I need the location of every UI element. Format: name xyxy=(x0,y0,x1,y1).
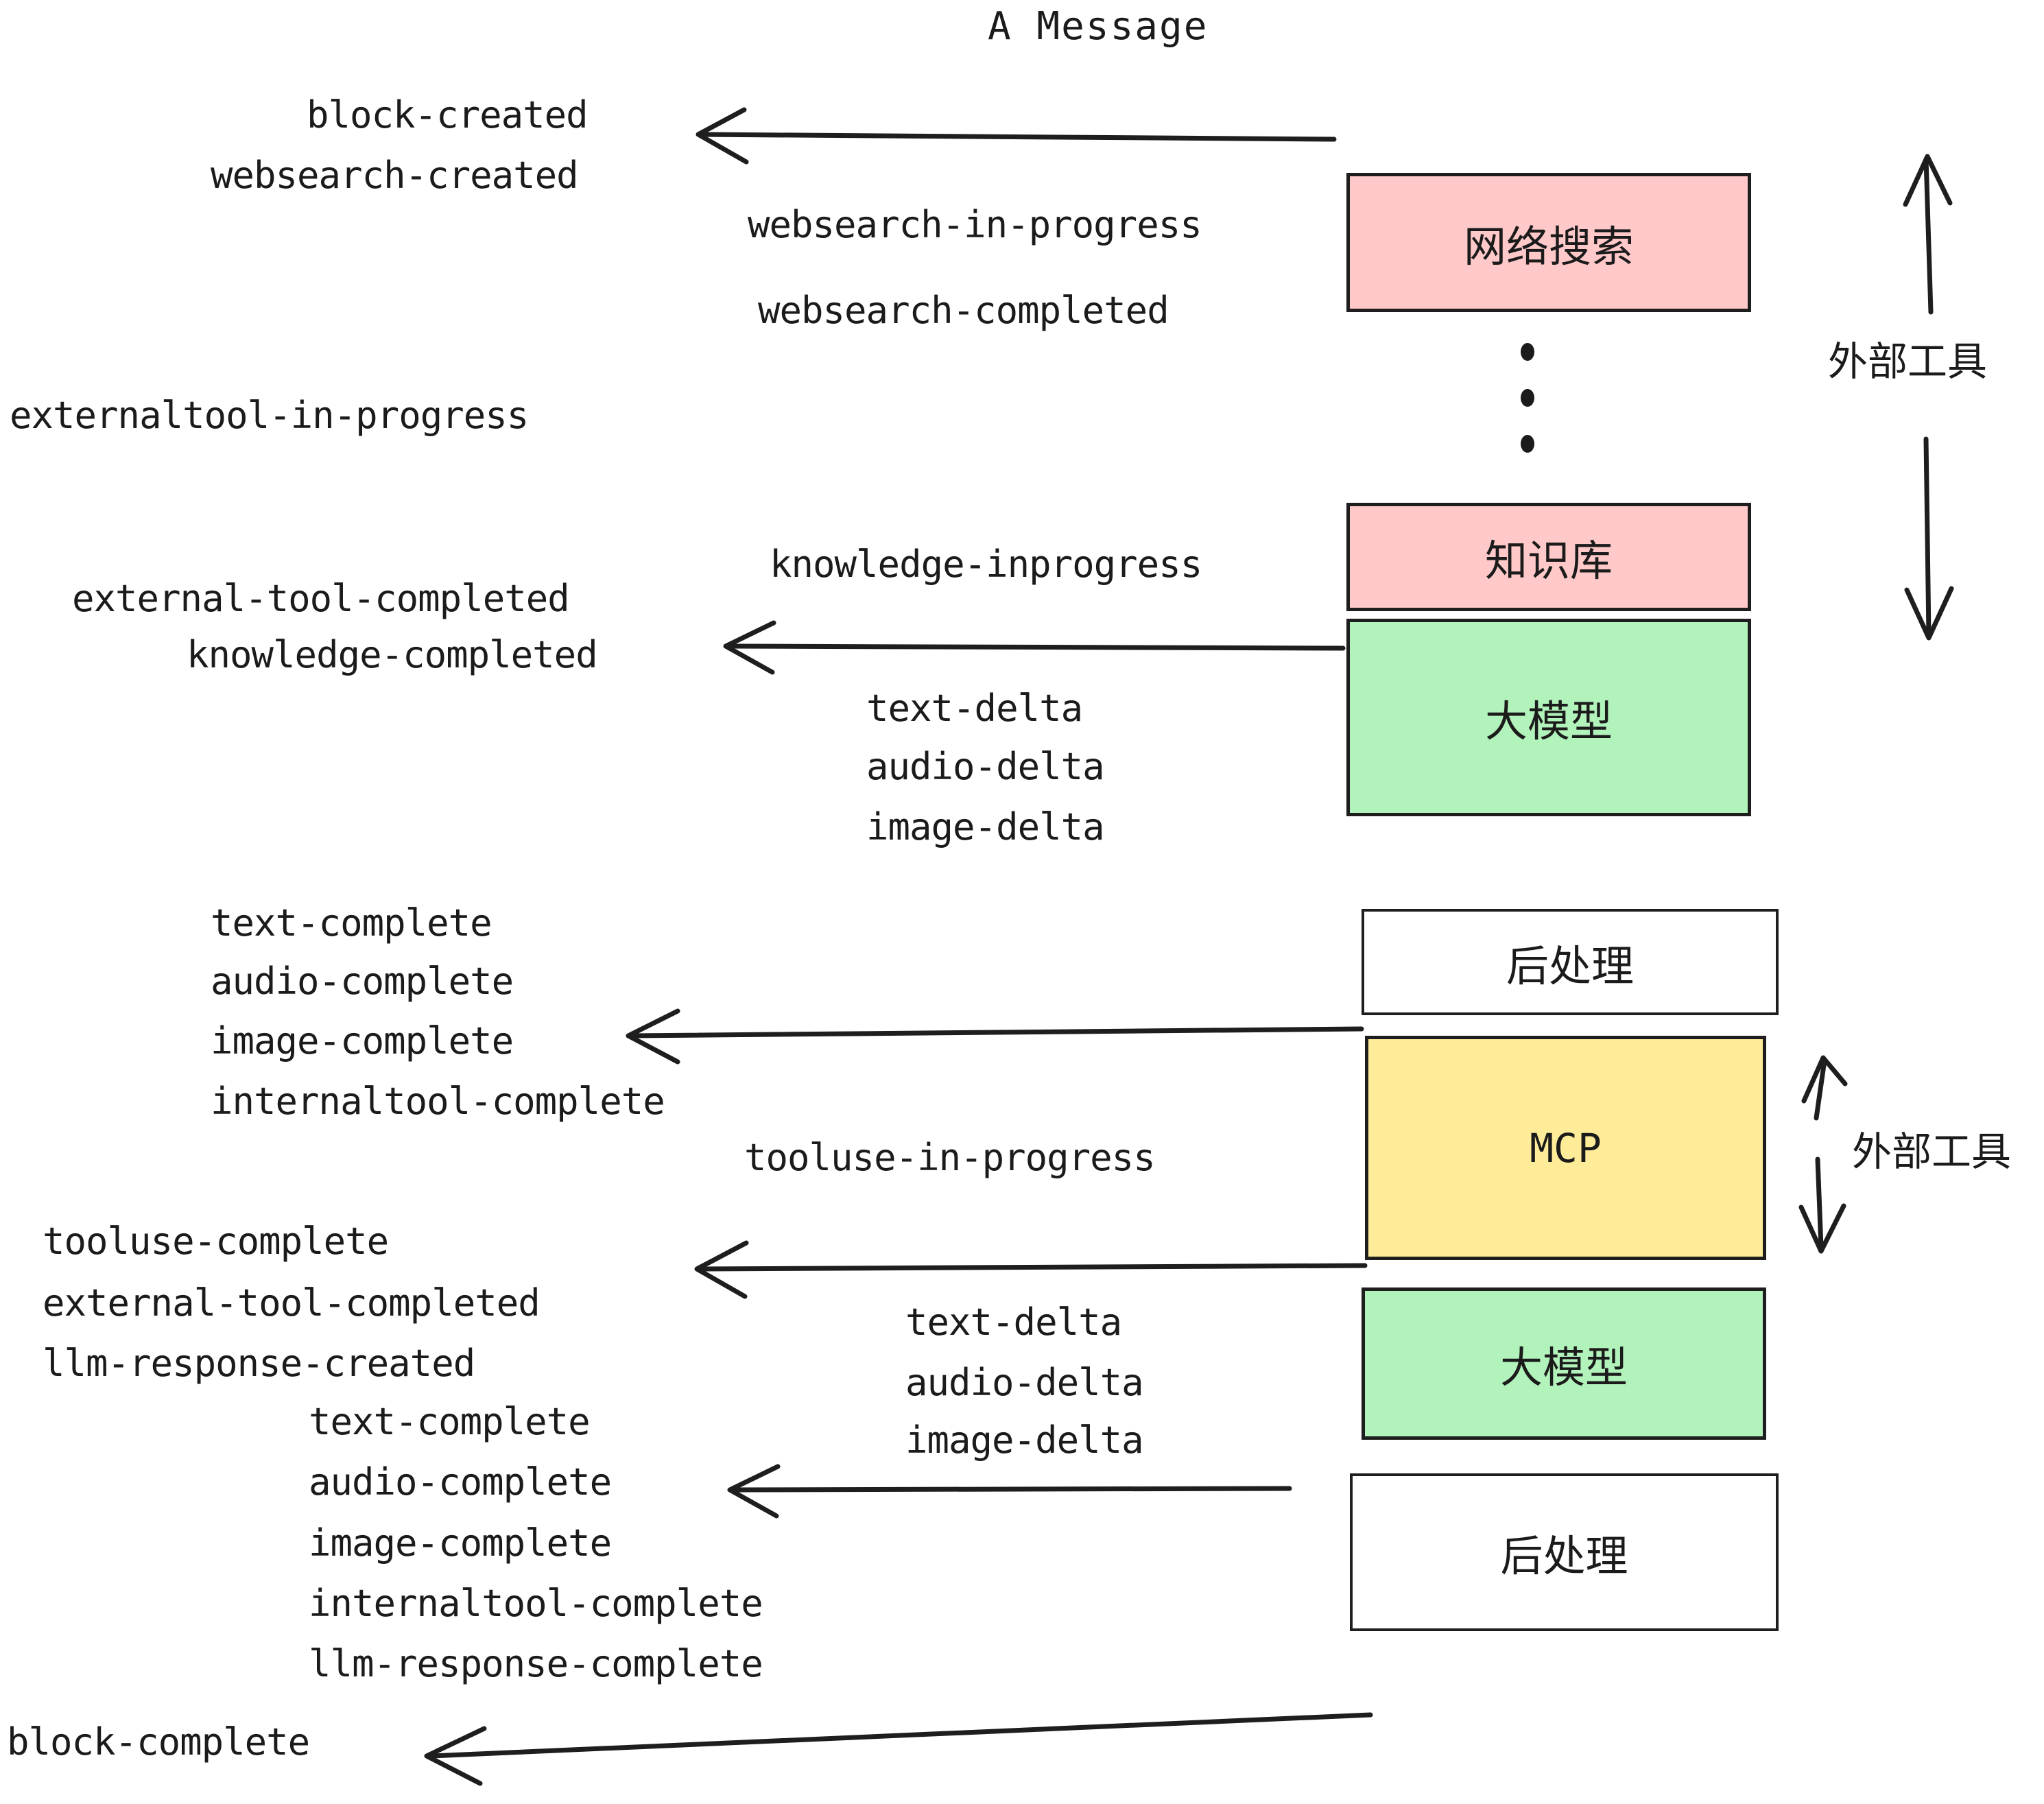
arrow-post-bottom-to-block-complete xyxy=(424,1712,1373,1786)
event-internaltool-complete-bottom: internaltool-complete xyxy=(309,1582,763,1625)
node-llm-bottom-label: 大模型 xyxy=(1499,1342,1628,1392)
node-knowledge-base-label: 知识库 xyxy=(1484,536,1613,586)
event-websearch-created: websearch-created xyxy=(211,154,579,197)
event-internaltool-complete-mid: internaltool-complete xyxy=(211,1080,665,1123)
node-postprocess-top-label: 后处理 xyxy=(1506,940,1634,991)
arrow-mcp-to-tooluse-complete xyxy=(694,1240,1368,1299)
node-llm-top[interactable]: 大模型 xyxy=(1346,619,1751,816)
node-websearch-label: 网络搜索 xyxy=(1463,221,1634,272)
event-image-delta-bottom: image-delta xyxy=(905,1419,1144,1462)
event-audio-delta-bottom: audio-delta xyxy=(905,1361,1144,1404)
event-knowledge-completed: knowledge-completed xyxy=(187,633,598,676)
page-title: A Message xyxy=(988,4,1209,49)
node-postprocess-bottom[interactable]: 后处理 xyxy=(1350,1473,1779,1631)
event-text-delta-bottom: text-delta xyxy=(905,1301,1122,1344)
event-text-complete-bottom: text-complete xyxy=(309,1400,591,1443)
event-audio-complete-bottom: audio-complete xyxy=(309,1460,612,1504)
event-knowledge-inprogress: knowledge-inprogress xyxy=(770,543,1202,586)
arrow-llm-bottom-to-audio-complete xyxy=(727,1464,1292,1519)
event-llm-response-created: llm-response-created xyxy=(43,1342,475,1385)
arrow-post-to-image-complete xyxy=(626,1008,1364,1065)
event-external-tool-completed-top: external-tool-completed xyxy=(72,577,570,620)
node-mcp-label: MCP xyxy=(1530,1124,1602,1172)
node-postprocess-bottom-label: 后处理 xyxy=(1500,1531,1628,1581)
node-mcp[interactable]: MCP xyxy=(1365,1036,1766,1260)
node-postprocess-top[interactable]: 后处理 xyxy=(1362,909,1779,1015)
external-tools-top-double-arrow xyxy=(1903,154,1954,641)
node-knowledge-base[interactable]: 知识库 xyxy=(1346,503,1751,611)
arrow-llm-to-knowledge-completed xyxy=(723,620,1346,675)
event-audio-delta-top: audio-delta xyxy=(866,745,1105,788)
arrow-websearch-to-block-created xyxy=(696,107,1337,165)
node-websearch[interactable]: 网络搜索 xyxy=(1346,173,1751,312)
event-block-created: block-created xyxy=(307,93,589,137)
event-image-complete-bottom: image-complete xyxy=(309,1521,612,1565)
event-websearch-completed: websearch-completed xyxy=(758,289,1169,332)
event-text-complete-mid: text-complete xyxy=(211,901,492,945)
event-audio-complete-mid: audio-complete xyxy=(211,960,514,1003)
event-llm-response-complete: llm-response-complete xyxy=(309,1642,763,1685)
event-websearch-in-progress: websearch-in-progress xyxy=(748,203,1202,246)
node-llm-bottom[interactable]: 大模型 xyxy=(1362,1287,1766,1440)
node-llm-top-label: 大模型 xyxy=(1484,696,1613,746)
external-tools-bottom-double-arrow xyxy=(1798,1055,1848,1254)
event-image-complete-mid: image-complete xyxy=(211,1019,514,1063)
side-label-external-tools-top: 外部工具 xyxy=(1828,338,1988,385)
event-block-complete: block-complete xyxy=(7,1720,310,1764)
event-tooluse-complete: tooluse-complete xyxy=(43,1220,389,1263)
event-image-delta-top: image-delta xyxy=(866,805,1105,848)
side-label-external-tools-bottom: 外部工具 xyxy=(1852,1128,2012,1175)
event-external-tool-completed-bottom: external-tool-completed xyxy=(43,1281,540,1325)
event-externaltool-in-progress: externaltool-in-progress xyxy=(10,394,529,437)
event-tooluse-in-progress: tooluse-in-progress xyxy=(744,1136,1156,1179)
event-text-delta-top: text-delta xyxy=(866,687,1083,730)
vertical-ellipsis-icon xyxy=(1519,343,1536,453)
